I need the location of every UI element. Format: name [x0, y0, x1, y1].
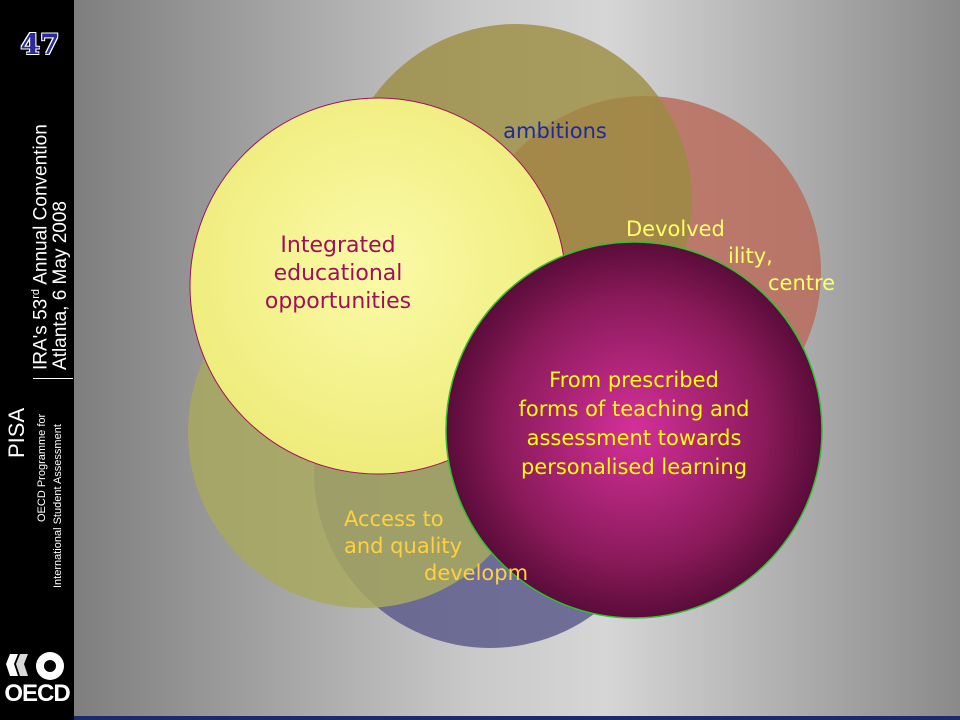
oecd-logo-text: OECD: [4, 680, 70, 707]
center-label-line1: From prescribed: [549, 368, 719, 392]
left-label-line2: educational: [273, 261, 403, 286]
bottom-label-line2: and quality: [344, 534, 463, 558]
sidebar-divider: [33, 378, 73, 379]
top-circle-label: ambitions: [503, 119, 607, 143]
slide-number: 47: [20, 28, 60, 61]
right-circle-label: Devolved ility, centre: [620, 216, 860, 297]
left-circle-label: Integrated educational opportunities: [228, 232, 448, 316]
left-label-line1: Integrated: [280, 233, 396, 258]
right-label-line1: Devolved: [626, 217, 725, 241]
oecd-logo-icon: [6, 652, 64, 680]
sidebar: 47 IRA's 53rd Annual Convention Atlanta,…: [0, 0, 74, 720]
right-label-line3: centre: [768, 271, 836, 295]
center-circle: [445, 241, 823, 619]
center-label-line3: assessment towards: [526, 426, 742, 450]
center-label-line4: personalised learning: [520, 455, 748, 479]
left-label-line3: opportunities: [264, 289, 412, 314]
right-label-line2: ility,: [728, 244, 773, 268]
bottom-label-line1: Access to: [344, 507, 444, 531]
center-circle-label: From prescribed forms of teaching and as…: [474, 366, 794, 482]
slide-bottom-rule: [74, 716, 960, 720]
bottom-label-line3: developm: [424, 561, 529, 585]
center-label-line2: forms of teaching and: [518, 397, 750, 421]
bottom-circle-label: Access to and quality developm: [340, 506, 590, 587]
